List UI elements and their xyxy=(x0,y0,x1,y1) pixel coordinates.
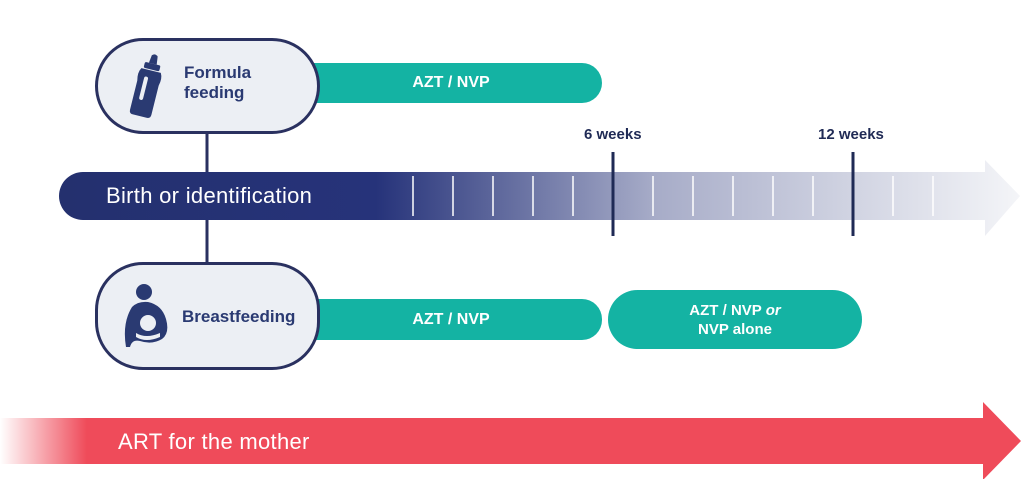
formula-feeding-label: Formula feeding xyxy=(184,63,251,103)
formula-regimen-label: AZT / NVP xyxy=(412,74,490,91)
timeline-start-label: Birth or identification xyxy=(106,183,313,208)
formula-label-line2: feeding xyxy=(184,83,245,102)
formula-label-line1: Formula xyxy=(184,63,252,82)
art-arrow xyxy=(0,402,1021,479)
formula-feeding-box: Formula feeding xyxy=(95,38,320,134)
breastfeeding-extended-regimen-bar: AZT / NVP or NVP alone xyxy=(608,290,862,349)
breastfeeding-icon xyxy=(124,284,168,347)
breastfeeding-box: Breastfeeding xyxy=(95,262,320,370)
formula-regimen-bar: AZT / NVP xyxy=(300,63,602,103)
breastfeeding-regimen-label: AZT / NVP xyxy=(412,310,490,328)
extended-regimen-line1: AZT / NVP or xyxy=(689,301,781,319)
breastfeeding-label: Breastfeeding xyxy=(182,307,296,326)
timeline-ticks xyxy=(412,176,934,216)
art-mother-label: ART for the mother xyxy=(118,429,310,454)
timeline-arrow xyxy=(59,160,1020,236)
extended-regimen-line2: NVP alone xyxy=(698,320,772,338)
six-weeks-label: 6 weeks xyxy=(584,126,642,143)
breastfeeding-regimen-bar: AZT / NVP xyxy=(300,299,602,340)
baby-bottle-icon xyxy=(129,54,162,118)
twelve-weeks-label: 12 weeks xyxy=(818,126,884,143)
